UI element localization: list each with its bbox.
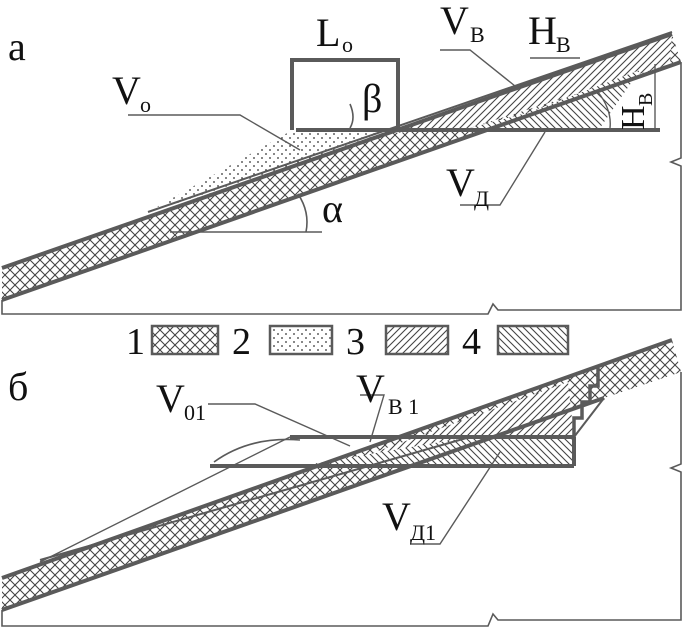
legend-number-3: 3 [346, 321, 365, 363]
vd1-label: V [382, 494, 411, 539]
legend-swatch-hatch-back [496, 324, 570, 356]
legend: 1 2 3 4 [126, 321, 570, 363]
leader-vd [460, 131, 546, 206]
hv-arc [597, 91, 611, 129]
road-layer-band-b [2, 340, 681, 610]
beta-arc [349, 103, 354, 129]
vb1-label: V [356, 366, 385, 411]
l0-label-sub: о [342, 32, 353, 57]
vd1-label-sub: Д1 [410, 520, 436, 545]
legend-number-2: 2 [232, 321, 251, 363]
leader-vv [440, 49, 521, 91]
vb1-label-sub: В 1 [388, 394, 419, 419]
vv-label: V [440, 0, 469, 43]
legend-swatch-dots [268, 324, 334, 356]
legend-number-1: 1 [126, 321, 145, 363]
vd-label: V [446, 160, 475, 205]
zone-vb1-fill [348, 382, 574, 462]
l0-box [290, 58, 400, 130]
zone-vd1 [300, 437, 574, 466]
alpha-arc [297, 193, 308, 233]
slope-line-mid-b [39, 436, 471, 561]
hv-side-label: H В [615, 93, 657, 130]
l0-label: L [316, 10, 340, 55]
step-slope-b [573, 397, 605, 438]
legend-swatch-crosshatch [150, 324, 220, 356]
panel-b-letter: б [8, 364, 28, 409]
break-line-a [1, 62, 682, 315]
v01-label: V [156, 376, 185, 421]
zone-vd [470, 70, 640, 128]
slope-line-thin-b [39, 436, 291, 563]
leader-vb1 [360, 394, 385, 443]
v01-curve [213, 438, 301, 463]
slope-line-bottom-a [1, 60, 682, 302]
v01-label-sub: 01 [184, 400, 206, 425]
leader-vd1 [410, 451, 501, 545]
break-line-b [1, 372, 682, 627]
slope-line-mid-a [147, 31, 673, 213]
panel-a-letter: а [8, 24, 26, 69]
beta-label: β [362, 76, 382, 121]
leader-v01 [208, 403, 351, 447]
hv-label: H [528, 8, 557, 53]
vv-label-sub: В [470, 22, 485, 47]
stepped-edge-b [572, 368, 600, 437]
alpha-label: α [322, 186, 343, 231]
vd-label-sub: Д [474, 186, 489, 211]
legend-swatch-hatch-forward [384, 324, 450, 356]
hv-label-sub: В [556, 32, 571, 57]
panel-a [1, 31, 682, 315]
hv-side-label-main: H [615, 105, 652, 130]
hv-side-label-sub: В [635, 93, 657, 106]
legend-number-4: 4 [462, 321, 481, 363]
v0-label: V [112, 68, 141, 113]
slope-line-top-a [1, 32, 673, 270]
leader-v0 [128, 114, 301, 151]
panel-b [1, 338, 682, 627]
v0-label-sub: о [140, 92, 151, 117]
slope-line-bottom-b [1, 396, 605, 612]
